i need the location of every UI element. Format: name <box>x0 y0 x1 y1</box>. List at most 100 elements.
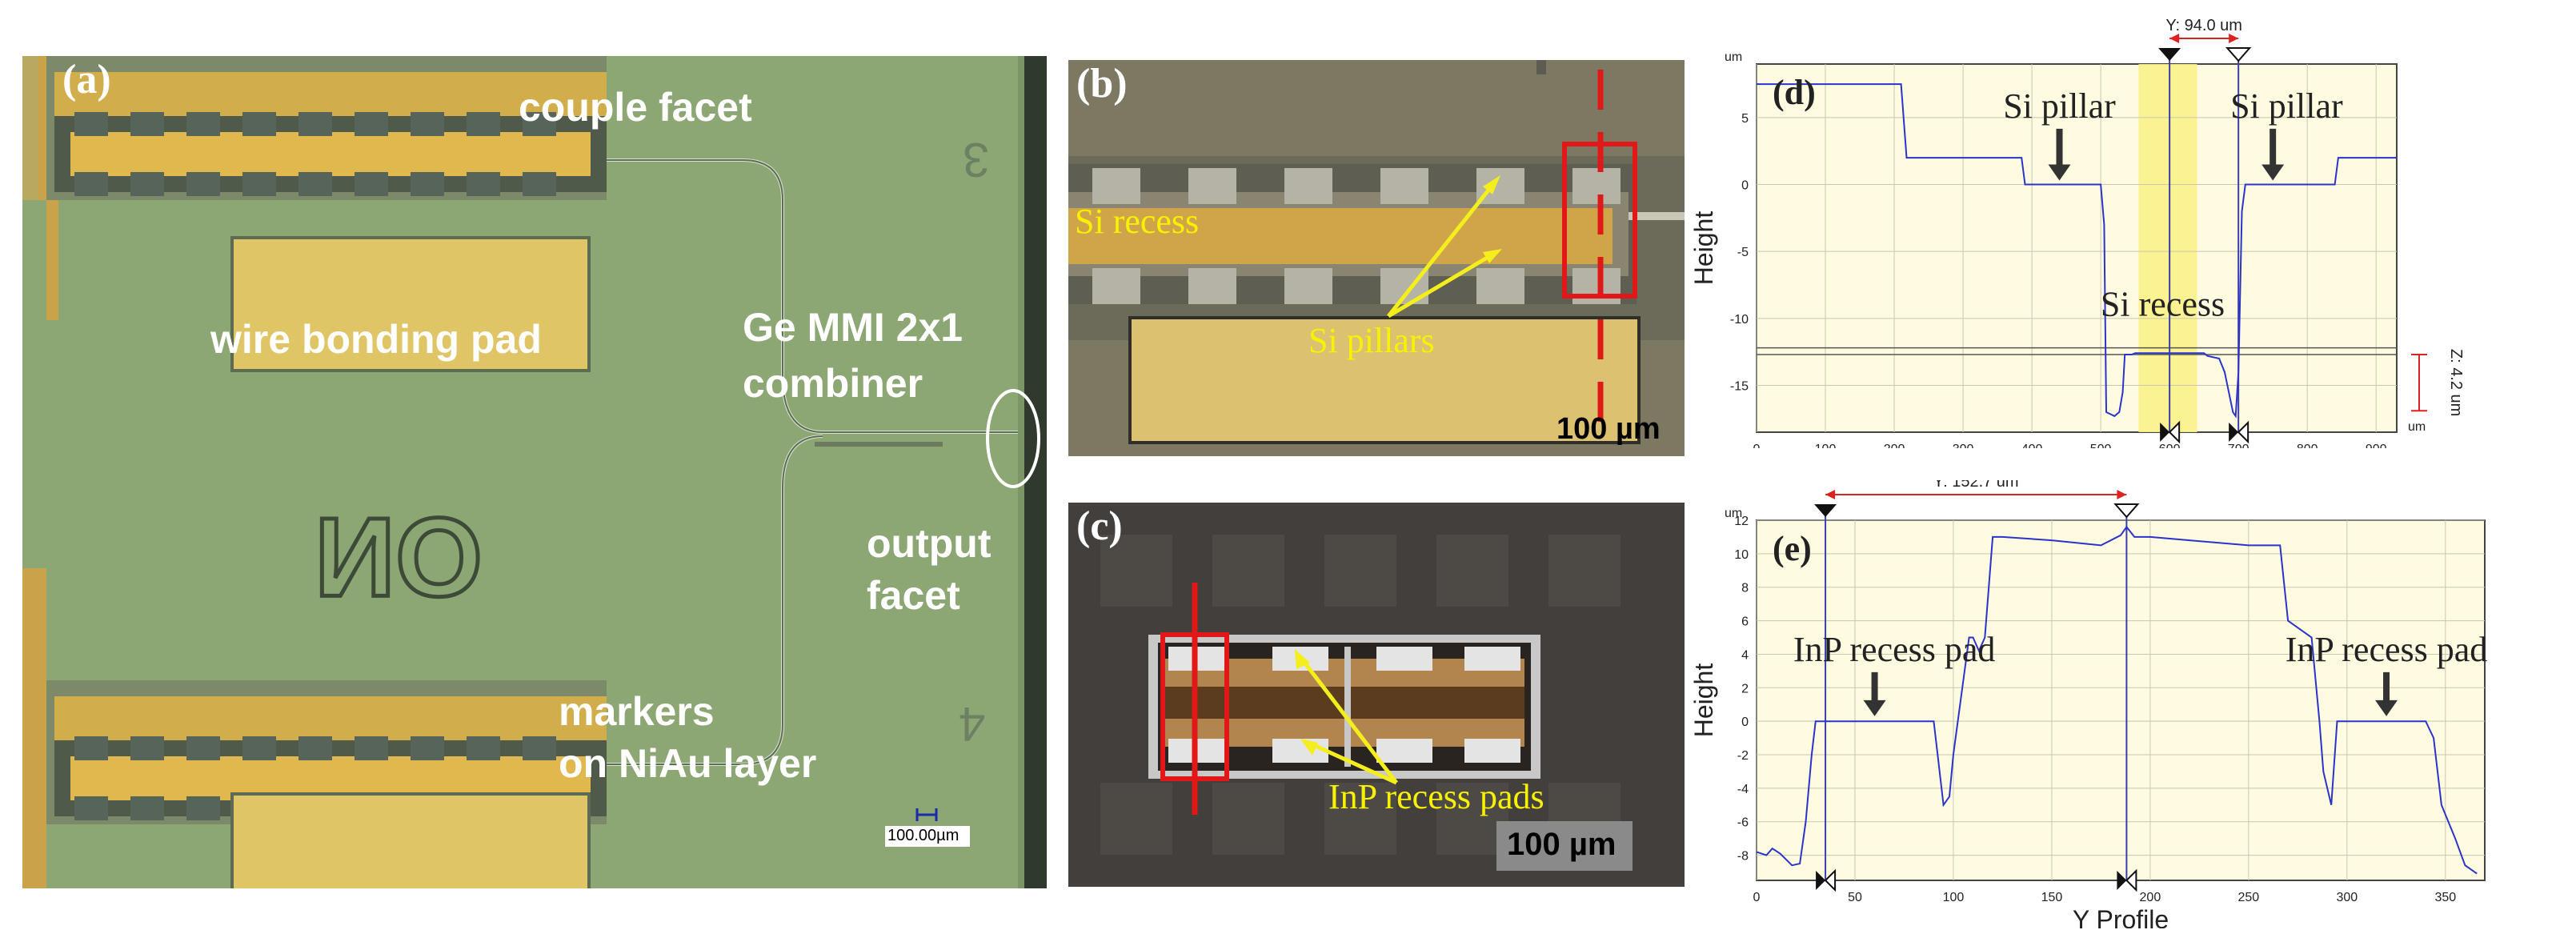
y-tick-label: 5 <box>1741 112 1749 126</box>
panel-a-label: (a) <box>62 57 111 102</box>
bottom-marker-left <box>2117 871 2127 890</box>
panel-a-micrograph <box>22 56 1047 888</box>
y-tick-label: 8 <box>1741 582 1749 595</box>
x-tick-label: 200 <box>1884 443 1905 448</box>
x-tick-label: 300 <box>1953 443 1974 448</box>
y-tick-label: 4 <box>1741 648 1749 662</box>
annotation-arrow-head <box>2262 164 2285 181</box>
annotation-arrow-head <box>2375 699 2398 716</box>
annotation-label: InP recess pad <box>2286 630 2488 669</box>
y-tick-label: -5 <box>1737 246 1749 259</box>
panel-b-micrograph <box>1068 60 1685 456</box>
y-tick-label: -4 <box>1737 783 1749 796</box>
die-mark-bottom: 4 <box>959 697 986 751</box>
inp-recess-pads-label: InP recess pads <box>1328 777 1544 816</box>
y-tick-label: -15 <box>1730 379 1749 393</box>
output-label-line2: facet <box>867 573 960 618</box>
bottom-marker-right <box>2237 420 2249 444</box>
panel-a: (a) 3 4 NO couple facet wire bonding pad… <box>22 56 1047 888</box>
x-tick-label: 100 <box>1815 443 1837 448</box>
annotation-arrow-head <box>1863 699 1886 716</box>
bottom-marker-right <box>2125 868 2137 892</box>
panel-c: (c) InP recess pads 100 µm <box>1068 503 1685 887</box>
panel-c-micrograph <box>1068 503 1685 887</box>
panel-b: (b) Si recess Si pillars 100 µm <box>1068 60 1685 456</box>
ge-mmi-label-line1: Ge MMI 2x1 <box>743 305 963 350</box>
panel-b-label: (b) <box>1076 61 1128 106</box>
y-tick-label: 10 <box>1734 548 1749 562</box>
x-tick-label: 500 <box>2090 443 2112 448</box>
output-facet-ellipse <box>986 389 1040 488</box>
cursor-marker-open <box>2225 47 2252 62</box>
measure-arrow-right <box>2117 490 2127 499</box>
output-label-line1: output <box>867 521 992 566</box>
profile-line <box>1756 525 2478 875</box>
y-tick-label: -10 <box>1730 313 1749 327</box>
x-unit-label: um <box>2408 420 2426 434</box>
bottom-marker-right <box>1824 868 1837 892</box>
cursor-marker-open <box>2113 503 2140 519</box>
bottom-marker-left <box>2160 423 2170 442</box>
bottom-marker-left <box>2229 423 2239 442</box>
x-axis-label: Y Profile <box>2073 905 2169 928</box>
y-unit-label: um <box>1725 507 1742 520</box>
y-tick-label: -6 <box>1737 816 1749 830</box>
x-tick-label: 0 <box>1753 891 1761 904</box>
cursor-marker-filled <box>2158 48 2181 61</box>
z-measure-label: Z: 4.2 um <box>2447 349 2465 416</box>
x-tick-label: 0 <box>1753 443 1761 448</box>
highlight-band <box>2138 64 2197 432</box>
chart-e: 0 50 100 150 200 250 300 350 12 10 8 6 4 2 0 -2 -4 -6 -8 Y:… <box>1693 480 2488 928</box>
si-pillars-label: Si pillars <box>1308 321 1435 360</box>
annotation-label: Si pillar <box>2230 86 2343 126</box>
measure-arrow-right <box>2229 34 2239 43</box>
die-mark-top: 3 <box>963 133 990 186</box>
y-tick-label: -8 <box>1737 850 1749 864</box>
bottom-marker-right <box>2168 420 2181 444</box>
bottom-marker-left <box>1816 871 1826 890</box>
measure-arrow-left <box>1825 490 1836 499</box>
x-tick-label: 600 <box>2159 443 2181 448</box>
x-tick-label: 200 <box>2140 891 2161 904</box>
annotation-label: InP recess pad <box>1793 630 1996 669</box>
markers-label-line1: markers <box>559 689 715 734</box>
x-tick-label: 100 <box>1943 891 1965 904</box>
y-tick-label: 12 <box>1734 515 1749 528</box>
panel-c-label: (c) <box>1076 503 1123 549</box>
measure-arrow-left <box>2169 34 2180 43</box>
y-tick-label: 0 <box>1741 179 1749 193</box>
x-tick-label: 150 <box>2041 891 2063 904</box>
couple-facet-label: couple facet <box>519 85 752 130</box>
cursor-marker-filled <box>1814 504 1837 517</box>
x-tick-label: 800 <box>2297 443 2318 448</box>
chart-d: 010020030040050060070080090050-5-10-15Y:… <box>1693 17 2465 448</box>
x-tick-label: 300 <box>2336 891 2358 904</box>
plot-area <box>1756 63 2398 433</box>
y-axis-label: Height <box>1693 663 1718 738</box>
y-tick-label: 2 <box>1741 682 1749 695</box>
si-recess-label: Si recess <box>1075 202 1200 241</box>
markers-label-line2: on NiAu layer <box>559 741 817 786</box>
panel-c-scale-label: 100 µm <box>1507 827 1617 862</box>
panel-a-scale-label: 100.00µm <box>887 827 959 844</box>
y-tick-label: -2 <box>1737 749 1749 763</box>
measure-label: Y: 94.0 um <box>2165 17 2242 34</box>
profile-line <box>1757 83 2397 419</box>
ge-mmi-label-line2: combiner <box>743 361 923 406</box>
x-tick-label: 50 <box>1848 891 1862 904</box>
panel-b-scale-label: 100 µm <box>1556 412 1661 446</box>
panel-label: (e) <box>1773 529 1812 568</box>
annotation-label: Si pillar <box>2003 86 2116 126</box>
annotation-label: Si recess <box>2101 284 2225 323</box>
y-tick-label: 0 <box>1741 716 1749 729</box>
x-tick-label: 900 <box>2366 443 2387 448</box>
y-unit-label: um <box>1725 50 1742 64</box>
x-tick-label: 700 <box>2228 443 2249 448</box>
y-axis-label: Height <box>1693 211 1718 286</box>
x-tick-label: 350 <box>2434 891 2456 904</box>
x-tick-label: 250 <box>2238 891 2260 904</box>
y-tick-label: 6 <box>1741 615 1749 629</box>
measure-label: Y: 152.7 um <box>1933 480 2019 491</box>
wire-bonding-pad-label: wire bonding pad <box>210 317 542 362</box>
annotation-arrow-head <box>2048 164 2071 181</box>
